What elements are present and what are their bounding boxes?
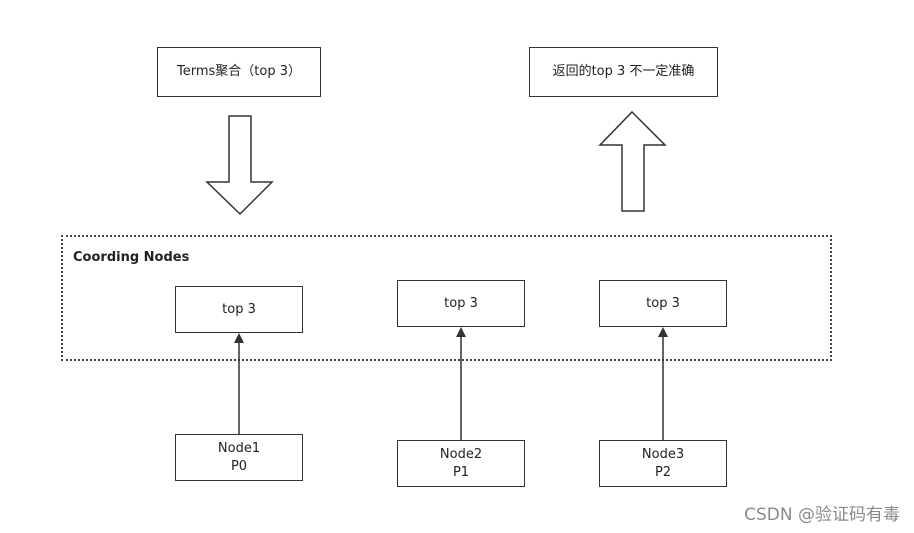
coordinator-top3-box-3: top 3: [599, 280, 727, 327]
node-name-1: Node1: [217, 440, 261, 456]
node-name-3: Node3: [641, 446, 685, 462]
result-label: 返回的top 3 不一定准确: [552, 64, 695, 79]
watermark: CSDN @验证码有毒: [744, 505, 900, 525]
terms-aggregation-label: Terms聚合（top 3）: [177, 64, 301, 79]
coordinator-top3-label-2: top 3: [444, 295, 478, 311]
coordinating-nodes-cluster: [61, 235, 832, 361]
coordinator-top3-box-2: top 3: [397, 280, 525, 327]
terms-aggregation-box: Terms聚合（top 3）: [157, 47, 321, 97]
node-shard-2: P1: [452, 464, 470, 480]
coordinator-top3-label-3: top 3: [646, 295, 680, 311]
node-shard-3: P2: [654, 464, 672, 480]
hollow-down-arrow: [205, 115, 274, 216]
node-box-1: Node1 P0: [175, 434, 303, 481]
coordinator-top3-box-1: top 3: [175, 286, 303, 333]
result-box: 返回的top 3 不一定准确: [529, 47, 718, 97]
coordinating-nodes-label: Coording Nodes: [73, 250, 190, 265]
node-shard-1: P0: [230, 458, 248, 474]
node-name-2: Node2: [439, 446, 483, 462]
node-box-3: Node3 P2: [599, 440, 727, 487]
hollow-up-arrow: [598, 110, 667, 212]
node-box-2: Node2 P1: [397, 440, 525, 487]
coordinator-top3-label-1: top 3: [222, 301, 256, 317]
